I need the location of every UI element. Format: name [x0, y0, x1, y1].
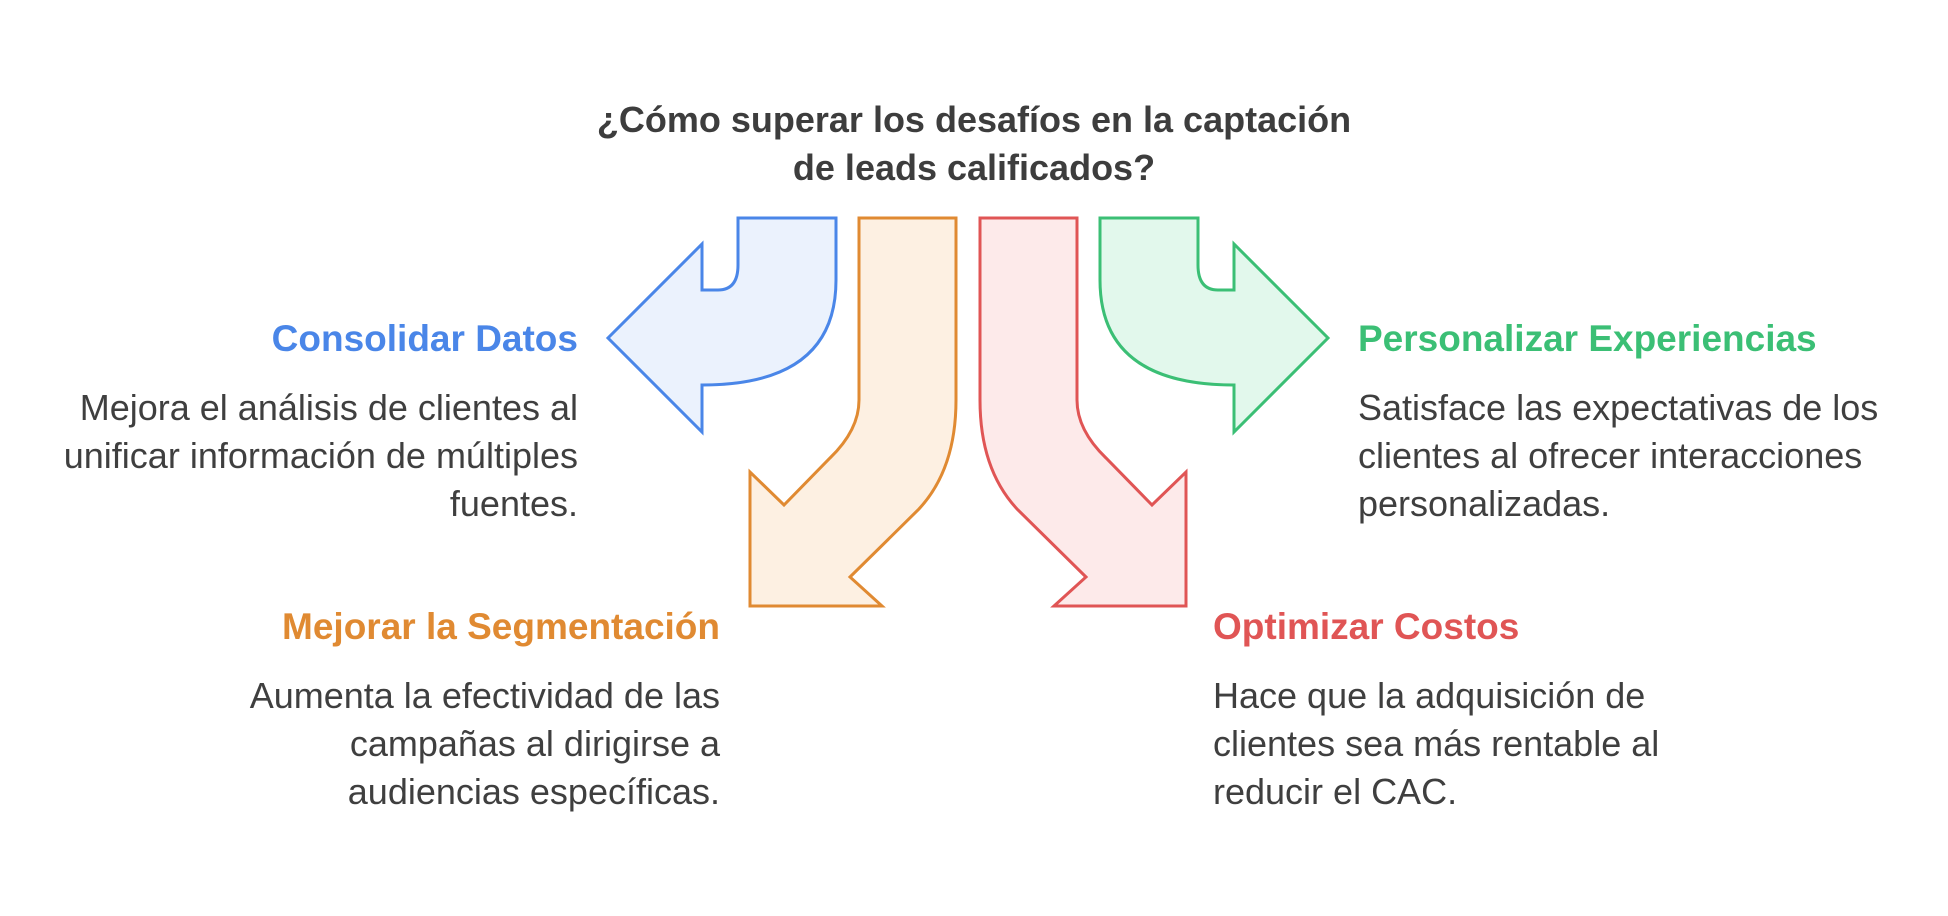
- diagram-title: ¿Cómo superar los desafíos en la captaci…: [596, 99, 1352, 188]
- block-consolidar-datos: Consolidar Datos Mejora el análisis de c…: [50, 316, 578, 528]
- heading-optimizar-costos: Optimizar Costos: [1213, 606, 1520, 647]
- arrow-orange: [748, 216, 958, 608]
- text-mejorar-segmentacion: Aumenta la efectividad de las campañas a…: [249, 675, 720, 812]
- text-optimizar-costos: Hace que la adquisición de clientes sea …: [1213, 675, 1660, 812]
- block-optimizar-costos: Optimizar Costos Hace que la adquisición…: [1213, 604, 1753, 816]
- block-mejorar-segmentacion: Mejorar la Segmentación Aumenta la efect…: [190, 604, 720, 816]
- heading-personalizar-experiencias: Personalizar Experiencias: [1358, 318, 1817, 359]
- arrow-blue: [605, 216, 838, 436]
- text-consolidar-datos: Mejora el análisis de clientes al unific…: [63, 387, 578, 524]
- heading-consolidar-datos: Consolidar Datos: [271, 318, 578, 359]
- text-personalizar-experiencias: Satisface las expectativas de los client…: [1358, 387, 1879, 524]
- arrow-red: [978, 216, 1188, 608]
- arrow-green: [1098, 216, 1331, 436]
- block-personalizar-experiencias: Personalizar Experiencias Satisface las …: [1358, 316, 1898, 528]
- heading-mejorar-segmentacion: Mejorar la Segmentación: [282, 606, 720, 647]
